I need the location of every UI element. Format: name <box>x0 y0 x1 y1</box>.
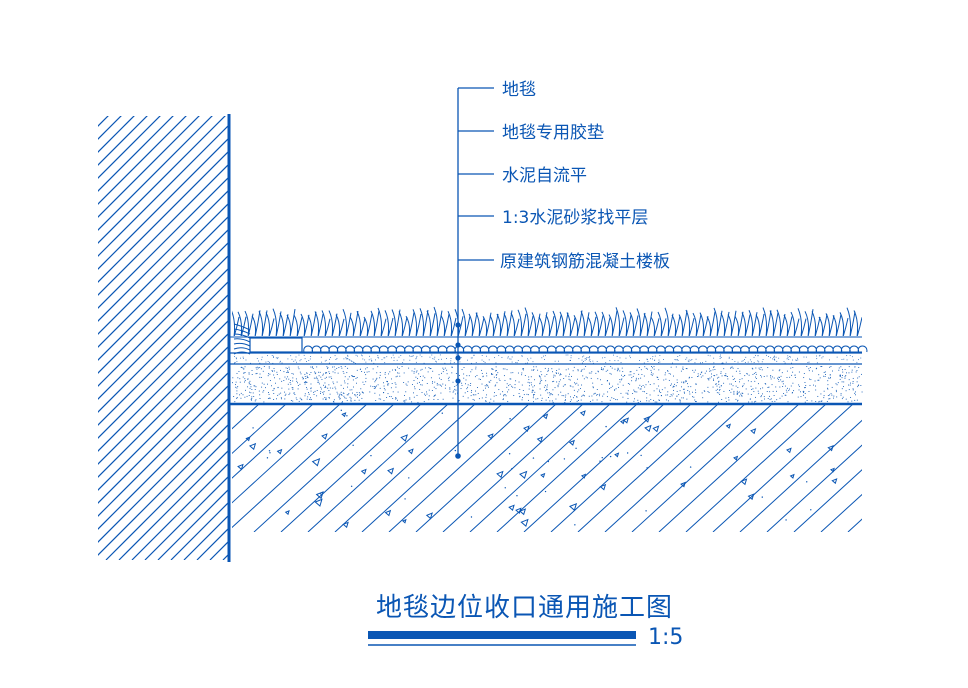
self-levelling-layer <box>234 354 862 364</box>
mortar-screed-layer <box>232 366 863 403</box>
wall-hatch <box>98 116 228 560</box>
callout-2: 水泥自流平 <box>458 166 587 186</box>
callout-label-underlay: 地毯专用胶垫 <box>502 123 604 143</box>
carpet-underlay <box>302 345 868 353</box>
carpet-pile <box>232 306 862 336</box>
leader-dot-underlay <box>455 342 461 348</box>
callout-3: 1:3水泥砂浆找平层 <box>458 208 648 228</box>
concrete-slab-hatch <box>232 404 862 532</box>
drawing-scale: 1:5 <box>648 625 683 650</box>
callout-label-leveling: 水泥自流平 <box>502 166 587 186</box>
leader-dot-mortar <box>455 378 461 384</box>
title-underline-thick <box>368 631 636 639</box>
leader-dot-carpet <box>455 322 461 328</box>
callout-0: 地毯 <box>458 80 536 100</box>
edge-gripper-strip <box>249 337 303 353</box>
leader-dot-leveling <box>455 355 461 361</box>
drawing-title: 地毯边位收口通用施工图 <box>376 593 673 623</box>
callout-label-slab: 原建筑钢筋混凝土楼板 <box>500 252 670 272</box>
leader-dot-slab <box>455 453 461 459</box>
callout-4: 原建筑钢筋混凝土楼板 <box>458 252 670 272</box>
callout-label-mortar: 1:3水泥砂浆找平层 <box>502 208 648 228</box>
callout-1: 地毯专用胶垫 <box>458 123 604 143</box>
concrete-aggregate <box>237 409 838 529</box>
callout-label-carpet: 地毯 <box>502 80 536 100</box>
